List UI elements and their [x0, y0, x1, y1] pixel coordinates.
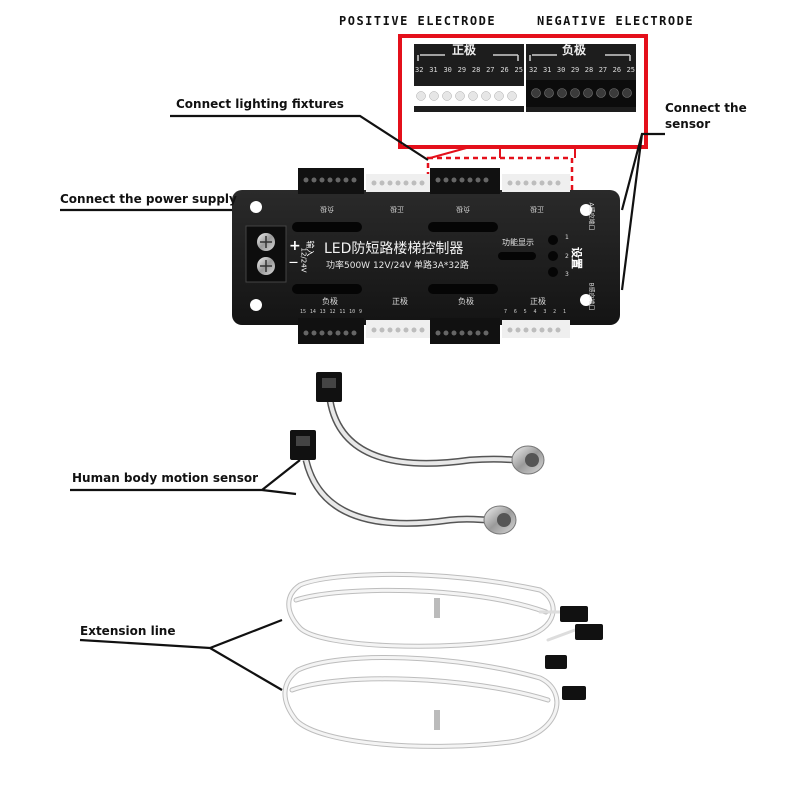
zoom-terminal-number: 32 — [529, 66, 538, 74]
board-top-pos2: 正极 — [530, 205, 544, 213]
board-terminal-number: 12 — [329, 309, 336, 315]
board-bot-pos2: 正极 — [530, 297, 546, 306]
board-button-label: 3 — [565, 271, 569, 278]
zoom-terminal-number: 25 — [514, 66, 523, 74]
zoom-negative-label: 负极 — [562, 43, 587, 57]
board-terminal-number: 5 — [523, 309, 527, 315]
board-button-labels: 1 2 3 — [565, 234, 573, 278]
zoom-terminal-number: 31 — [429, 66, 438, 74]
zoom-terminal-number: 30 — [556, 66, 566, 74]
board-plus: + — [289, 238, 301, 254]
zoom-terminal-number: 31 — [542, 66, 552, 74]
zoom-terminal-number: 28 — [584, 66, 594, 74]
zoom-terminal-number: 26 — [612, 66, 622, 74]
zoom-terminal-number: 27 — [486, 66, 495, 74]
board-bot-neg2: 负极 — [458, 297, 474, 306]
zoom-terminal-number: 32 — [415, 66, 424, 74]
board-terminal-number: 13 — [319, 309, 326, 315]
board-button-label: 1 — [565, 234, 569, 241]
board-terminal-number: 3 — [543, 309, 547, 315]
zoom-terminal-number: 29 — [570, 66, 580, 74]
board-bot-pos: 正极 — [392, 297, 408, 306]
board-button-label: 2 — [565, 252, 569, 260]
board-terminal-number: 4 — [533, 309, 537, 315]
board-terminal-number: 6 — [513, 309, 517, 315]
callout-sensor-line2: sensor — [665, 117, 711, 131]
callout-power: Connect the power supply — [60, 192, 237, 206]
zoom-negative-numbers: 32 31 30 29 28 27 26 25 — [529, 66, 635, 74]
zoom-terminal-number: 27 — [598, 66, 608, 74]
board-terminal-number: 11 — [339, 309, 346, 315]
board-bot-neg: 负极 — [322, 297, 338, 306]
zoom-terminal-number: 26 — [500, 66, 509, 74]
board-terminal-number: 7 — [504, 309, 508, 315]
zoom-terminal-number: 25 — [626, 66, 635, 74]
board-terminal-number: 15 — [300, 309, 307, 315]
board-function-label: 功能显示 — [502, 238, 534, 247]
callout-lighting: Connect lighting fixtures — [176, 97, 344, 111]
board-top-pos: 正极 — [390, 205, 404, 213]
callout-sensor-line1: Connect the — [665, 101, 747, 115]
extension-cables — [282, 571, 577, 749]
positive-electrode-header: POSITIVE ELECTRODE — [339, 14, 497, 28]
board-terminal-number: 10 — [349, 309, 356, 315]
board-specs: 功率500W 12V/24V 单路3A*32路 — [326, 261, 469, 271]
zoom-terminal-number: 28 — [471, 66, 481, 74]
board-terminal-number: 9 — [358, 309, 362, 315]
board-terminal-number: 14 — [309, 309, 316, 315]
board-port-a: A感应端口 — [587, 202, 595, 231]
board-terminal-number: 2 — [553, 309, 557, 315]
callout-motion-sensor: Human body motion sensor — [72, 471, 259, 485]
extension-connectors — [434, 598, 603, 730]
motion-sensors — [290, 372, 545, 535]
board-terminal-number: 1 — [562, 309, 566, 315]
negative-electrode-header: NEGATIVE ELECTRODE — [537, 14, 695, 28]
callout-extension-line: Extension line — [80, 624, 176, 638]
board-minus: — — [289, 258, 298, 268]
board-top-neg2: 负极 — [456, 205, 470, 213]
zoom-terminal-number: 30 — [443, 66, 452, 74]
board-top-neg: 负极 — [320, 205, 334, 213]
board-port-b: B感应端口 — [587, 282, 595, 311]
zoom-positive-numbers: 32 31 30 29 28 27 26 25 — [415, 66, 523, 74]
board-title: LED防短路楼梯控制器 — [324, 241, 464, 257]
zoom-positive-label: 正极 — [452, 43, 477, 57]
zoom-inset — [398, 34, 648, 159]
controller-board — [232, 168, 620, 344]
board-voltage: 12/24V — [299, 247, 308, 273]
zoom-terminal-number: 29 — [457, 66, 467, 74]
